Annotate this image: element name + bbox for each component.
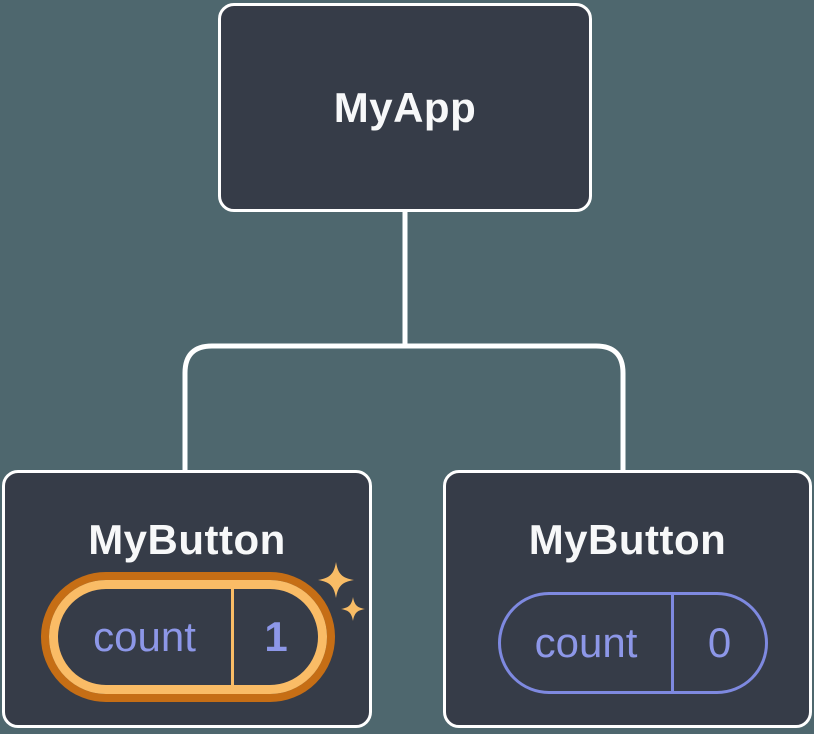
state-badge-divider [671,595,674,691]
node-label: MyApp [333,83,477,131]
state-value: 1 [264,613,288,660]
node-label: MyButton [528,516,727,563]
sparkle-icon [318,562,365,621]
component-node-mybutton-right: MyButton count 0 [443,470,812,728]
state-badge-inner-ring: count 1 [49,580,327,694]
component-node-myapp: MyApp [218,3,592,212]
state-badge-divider [231,589,234,685]
state-key-label: count [93,613,196,660]
state-key-label: count [534,619,638,666]
state-badge-highlighted: count 1 [41,572,335,702]
node-label: MyButton [88,516,286,563]
component-node-mybutton-left: MyButton count 1 [2,470,372,728]
state-badge-plain: count 0 [498,592,768,694]
state-value: 0 [707,619,732,666]
